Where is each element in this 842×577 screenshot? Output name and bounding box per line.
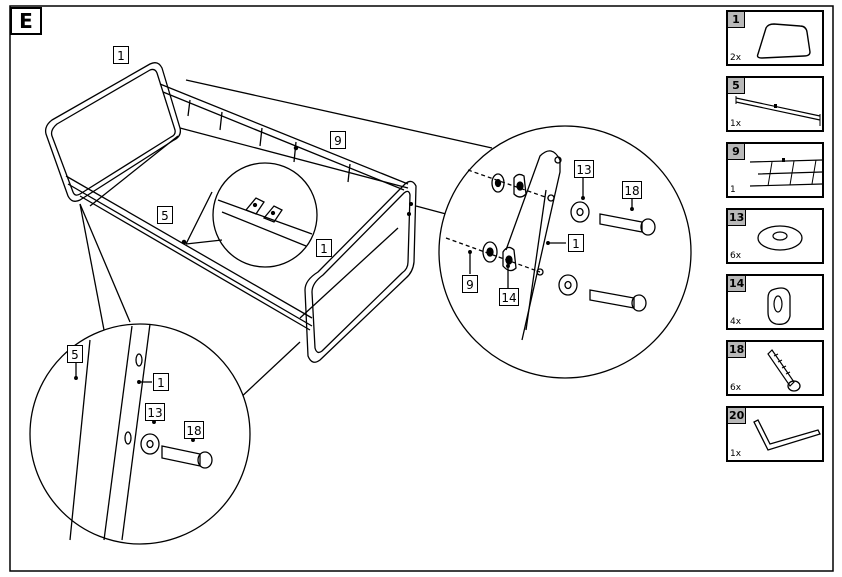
hex-key-icon [753,419,821,451]
callout-left-bolt: 18 [184,421,204,439]
part-number: 20 [727,407,747,424]
part-hex-key: 20 1x [726,406,824,462]
callout-main-bar: 9 [330,131,346,149]
callout-right-bolt: 18 [622,181,642,199]
cross-bar-icon [749,158,823,187]
part-quantity: 1x [730,119,742,129]
spacer-icon [767,287,791,325]
washer-icon [757,225,803,251]
part-quantity: 1 [730,185,736,195]
part-number: 9 [727,143,745,160]
left-detail-zoom [29,203,301,545]
part-number: 14 [727,275,747,292]
cart-frame-drawing [44,62,417,363]
callout-right-spacer: 14 [499,288,519,306]
part-number: 18 [727,341,747,358]
part-side-rail: 5 1x [726,76,824,132]
side-rail-icon [735,96,821,126]
callout-main-frame-top: 1 [113,46,129,64]
part-number: 13 [727,209,747,226]
callout-main-frame-right: 1 [316,239,332,257]
end-frame-icon [756,23,811,59]
part-number: 1 [727,11,745,28]
part-quantity: 4x [730,317,742,327]
callout-left-washer: 13 [145,403,165,421]
part-quantity: 1x [730,449,742,459]
part-quantity: 2x [730,53,742,63]
part-quantity: 6x [730,383,742,393]
part-cross-bar: 9 1 [726,142,824,198]
part-quantity: 6x [730,251,742,261]
part-spacer: 14 4x [726,274,824,330]
callout-left-rail: 5 [67,345,83,363]
callout-right-bar: 9 [462,275,478,293]
page-border [9,5,834,572]
callout-right-washer: 13 [574,160,594,178]
callout-left-frame: 1 [153,373,169,391]
part-end-frame: 1 2x [726,10,824,66]
part-bolt: 18 6x [726,340,824,396]
step-label: E [10,7,42,35]
part-number: 5 [727,77,745,94]
callout-right-frame: 1 [568,234,584,252]
bolt-icon [767,349,801,392]
callout-main-rail: 5 [157,206,173,224]
part-washer: 13 6x [726,208,824,264]
rail-detail-zoom [185,162,318,268]
